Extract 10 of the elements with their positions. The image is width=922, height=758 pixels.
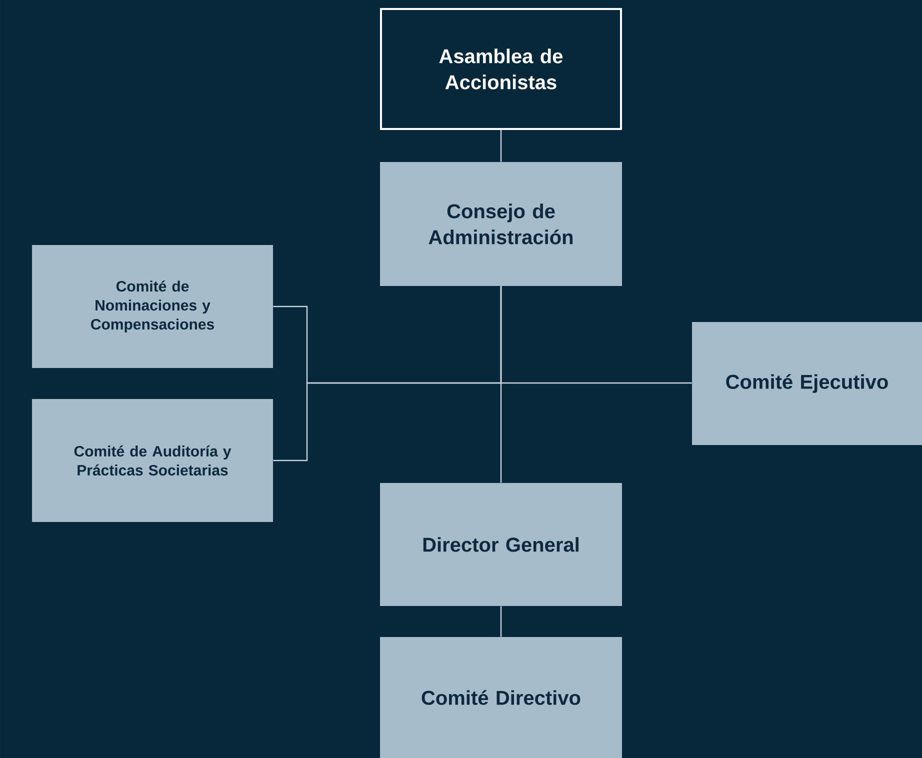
org-box: Comité de Auditoría y Prácticas Societarias <box>32 399 273 522</box>
org-box: Comité Ejecutivo <box>692 322 922 445</box>
heading-box: Asamblea de Accionistas <box>380 8 622 130</box>
org-box: Comité Directivo <box>380 637 622 758</box>
org-box: Director General <box>380 483 622 606</box>
org-box: Consejo de Administración <box>380 162 622 286</box>
org-box: Comité de Nominaciones y Compensaciones <box>32 245 273 368</box>
connector-line <box>500 606 502 637</box>
connector-line <box>273 286 502 462</box>
connector-line <box>500 130 502 162</box>
